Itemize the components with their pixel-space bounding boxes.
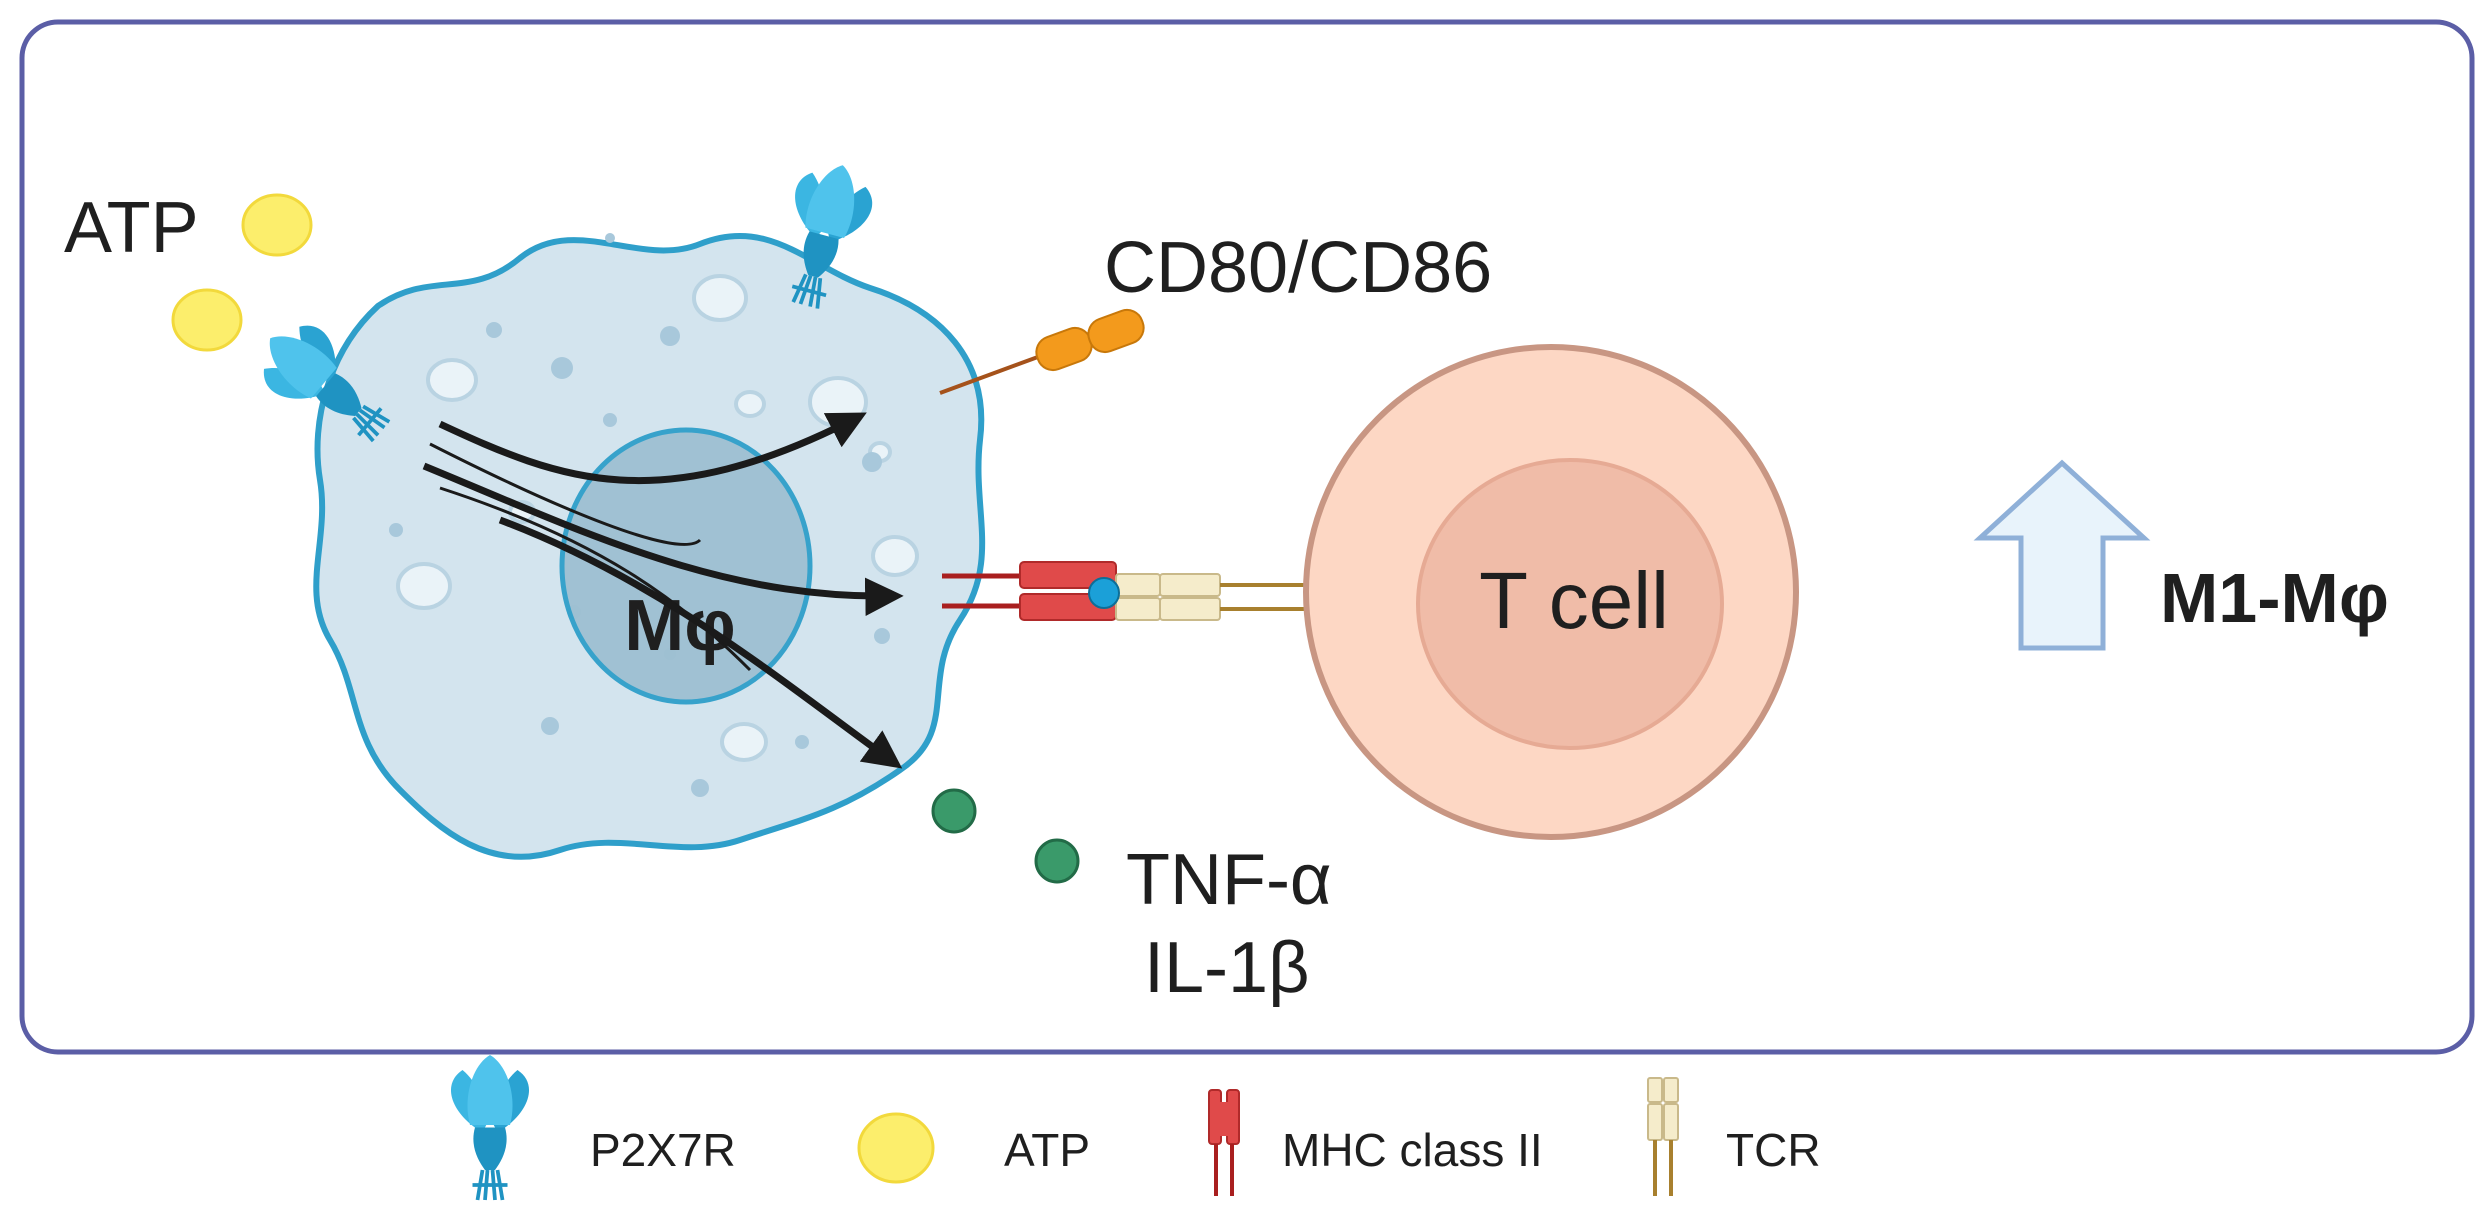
t-cell-label: T cell [1479,556,1669,645]
cytokine-molecule [931,788,977,834]
legend-label-atp: ATP [1004,1124,1090,1176]
p2x7r-receptor-icon [449,1053,531,1202]
legend: P2X7R ATP MHC class II TCR [449,1053,1821,1202]
atp-molecule [171,288,243,352]
cd80-cd86-ligand [939,308,1145,395]
il-1-beta-label: IL-1β [1144,928,1309,1008]
legend-label-p2x7r: P2X7R [590,1124,736,1176]
macrophage-cell [313,232,986,860]
atp-molecule-icon [857,1112,935,1184]
legend-label-mhc: MHC class II [1282,1124,1543,1176]
mhc-class-ii-icon [1208,1089,1240,1196]
t-cell [1303,344,1799,840]
immune-synapse [942,561,1310,621]
m1-macrophage-label: M1-Mφ [2160,559,2389,637]
macrophage-label: Mφ [624,586,735,666]
atp-molecule [241,193,313,257]
cd80-cd86-label: CD80/CD86 [1104,228,1492,308]
up-arrow-icon [1973,459,2151,651]
tcr-icon [1647,1077,1679,1196]
signaling-arrows [422,412,904,769]
atp-label: ATP [64,188,199,268]
cytokine-molecule [1034,838,1080,884]
legend-label-tcr: TCR [1726,1124,1821,1176]
tnf-alpha-label: TNF-α [1126,840,1332,920]
